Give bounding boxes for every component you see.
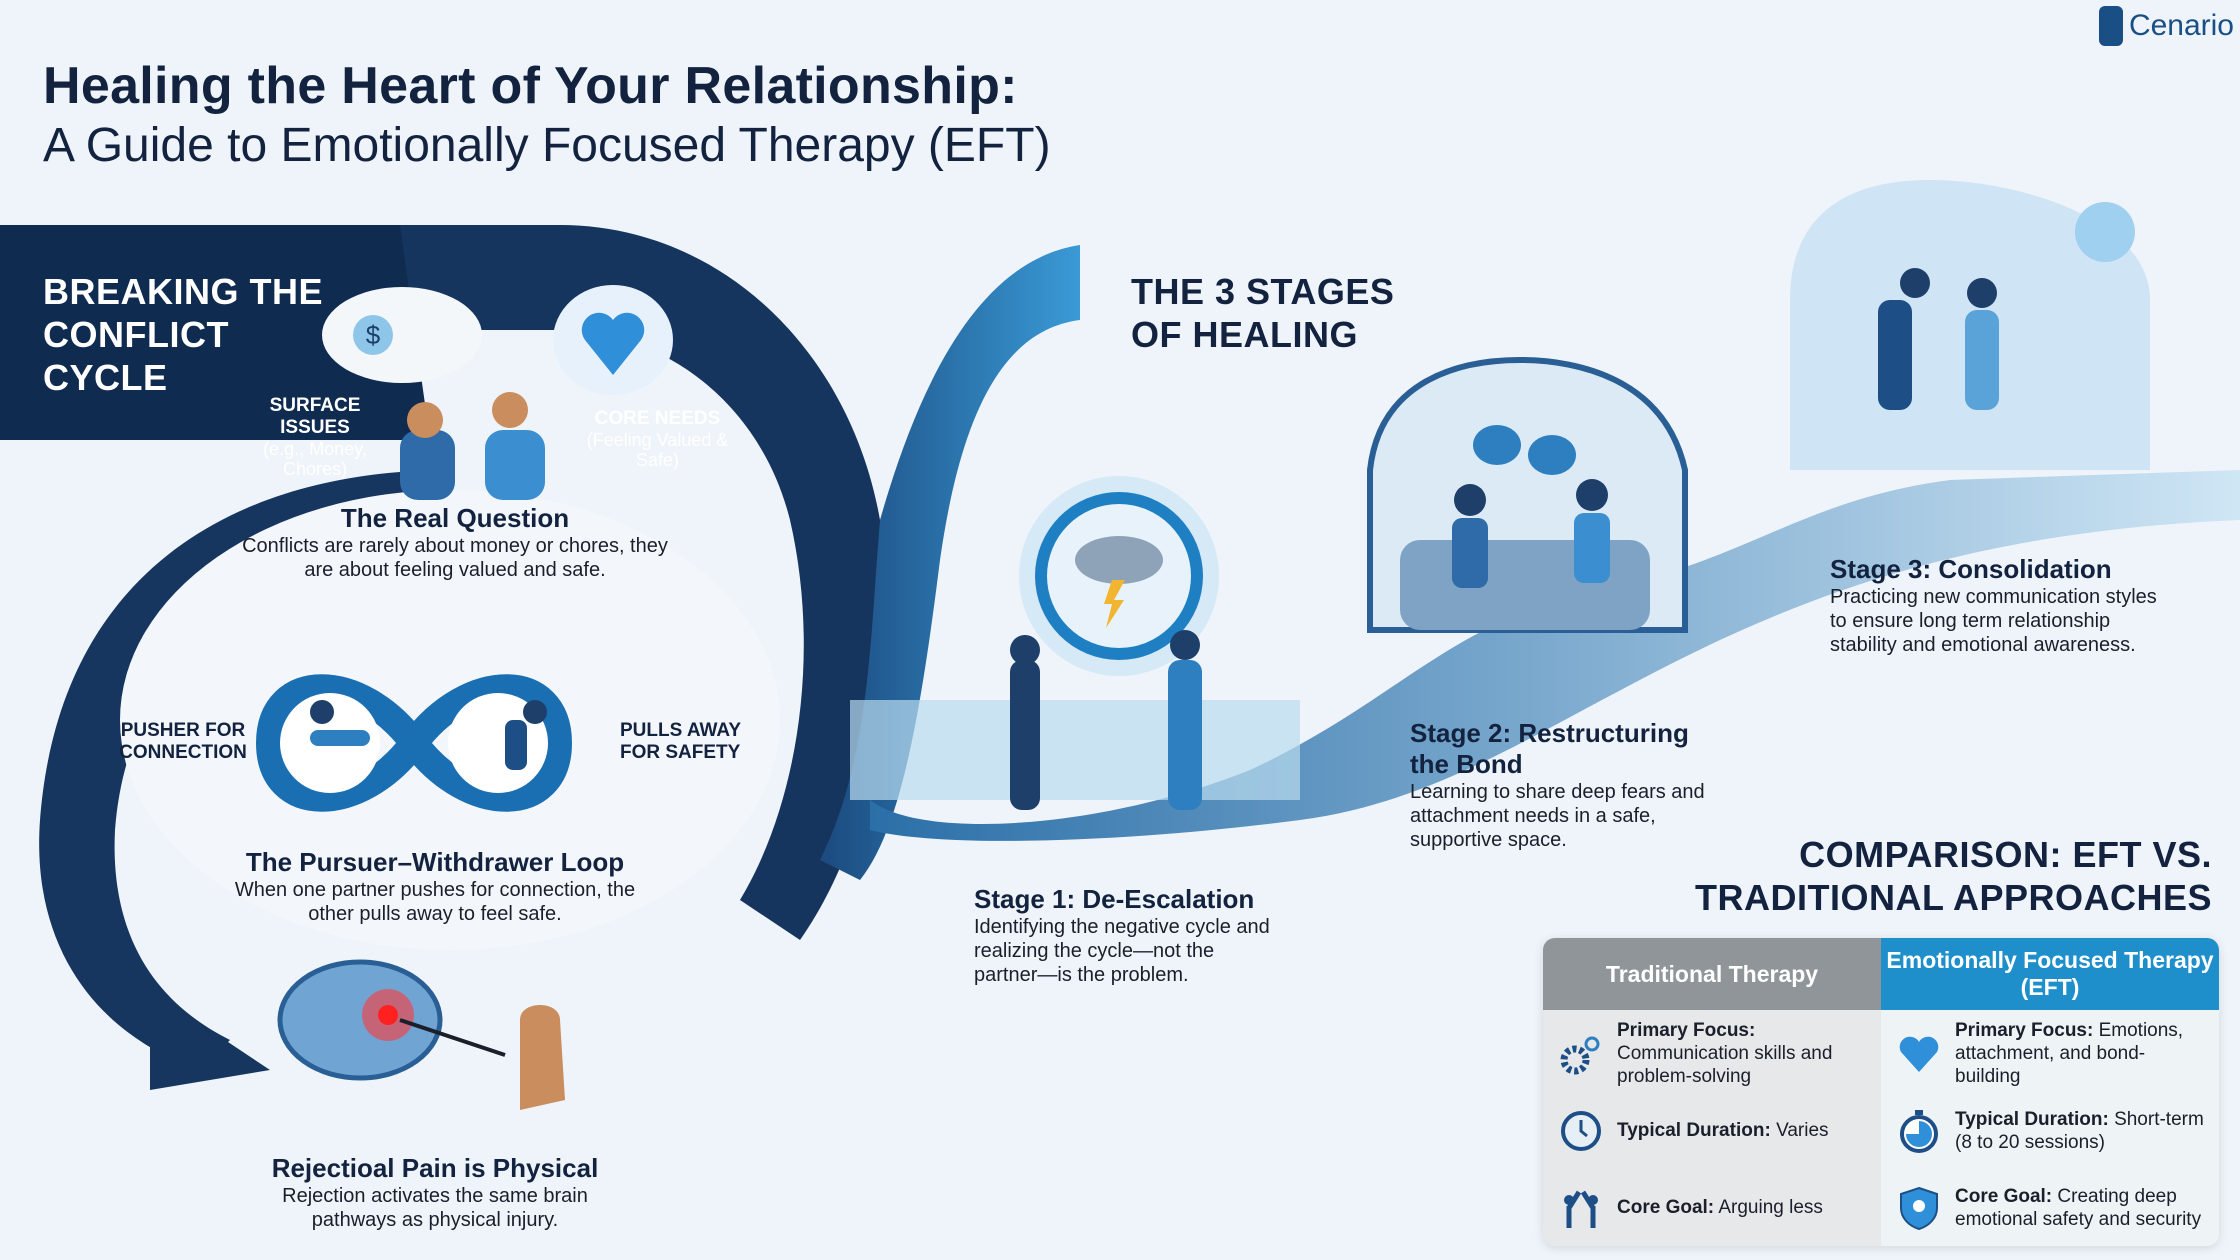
stage-2-text: Learning to share deep fears and attachm… [1410,781,1705,851]
svg-text:$: $ [366,320,381,350]
core-needs-sub: (Feeling Valued & Safe) [586,430,729,470]
row-text: Primary Focus: Emotions, attachment, and… [1955,1019,2205,1088]
row-text: Typical Duration: Varies [1617,1119,1829,1142]
shield-family-icon [1900,1186,1938,1230]
row-label: Primary Focus: [1955,1020,2094,1041]
row-value: Emotions, attachment, and bond-building [1955,1020,2184,1087]
core-needs-title: CORE NEEDS [594,408,721,429]
row-label: Core Goal: [1617,1197,1715,1218]
thought-cloud [322,287,482,383]
brain-icon [277,959,443,1081]
row-text: Core Goal: Creating deep emotional safet… [1955,1185,2205,1231]
puller-label: PULLS AWAY FOR SAFETY [620,720,741,763]
table-row: Typical Duration: Short-term (8 to 20 se… [1881,1087,2219,1164]
heart-handshake-icon [1899,1036,1939,1072]
heart-icon [581,312,645,375]
pusher-label: PUSHER FOR CONNECTION [119,720,247,763]
row-text: Typical Duration: Short-term (8 to 20 se… [1955,1108,2205,1154]
row-value: Arguing less [1718,1197,1823,1218]
real-question-text: Conflicts are rarely about money or chor… [242,535,668,581]
row-label: Typical Duration: [1955,1108,2109,1130]
core-needs-label: CORE NEEDS(Feeling Valued & Safe) [585,408,730,470]
row-label: Core Goal: [1955,1185,2053,1207]
conflict-heading: BREAKING THE CONFLICT CYCLE [43,271,324,398]
stage-2-title: Stage 2: Restructuring the Bond [1410,718,1689,779]
surface-issues-title: SURFACE ISSUES [269,395,361,438]
row-label: Typical Duration: [1617,1120,1771,1141]
column-header: Emotionally Focused Therapy (EFT) [1881,938,2219,1010]
stopwatch-icon [1900,1109,1938,1153]
gears-icon [1560,1036,1600,1074]
table-row: Primary Focus: Communication skills and … [1543,1010,1881,1087]
cycle-arrowhead [150,990,270,1090]
row-text: Primary Focus: Communication skills and … [1617,1019,1867,1088]
high-five-icon [1564,1190,1598,1228]
stages-heading: THE 3 STAGES OF HEALING [1131,271,1395,355]
row-value: Communication skills and problem-solving [1617,1043,1833,1087]
stage-3-text: Practicing new communication styles to e… [1830,586,2157,656]
stage-1-text: Identifying the negative cycle and reali… [974,916,1270,986]
table-row: Core Goal: Arguing less [1543,1164,1881,1241]
row-text: Core Goal: Arguing less [1617,1196,1823,1219]
real-question-title: The Real Question [340,503,570,533]
table-row: Core Goal: Creating deep emotional safet… [1881,1164,2219,1241]
cycle-arrow [39,470,451,1070]
row-value: Varies [1776,1120,1829,1141]
row-value: Creating deep emotional safety and secur… [1955,1185,2202,1230]
eft-column: Emotionally Focused Therapy (EFT) Primar… [1881,938,2219,1246]
table-row: Typical Duration: Varies [1543,1087,1881,1164]
stage-3-title: Stage 3: Consolidation [1830,554,2112,584]
page-title: Healing the Heart of Your Relationship: [43,57,1018,115]
rejection-pain-title: Rejectioal Pain is Physical [271,1153,599,1183]
comparison-heading: COMPARISON: EFT VS. TRADITIONAL APPROACH… [1694,834,2212,918]
clock-icon [1561,1110,1601,1151]
column-header: Traditional Therapy [1543,938,1881,1010]
pursuer-loop-text: When one partner pushes for connection, … [234,879,636,925]
page-subtitle: A Guide to Emotionally Focused Therapy (… [43,119,1051,172]
table-row: Primary Focus: Emotions, attachment, and… [1881,1010,2219,1087]
rejection-pain-text: Rejection activates the same brain pathw… [282,1185,588,1231]
pursuer-loop-title: The Pursuer–Withdrawer Loop [245,847,625,877]
traditional-column: Traditional Therapy Primary Focus: Commu… [1543,938,1881,1246]
logo-mark-icon [2098,6,2123,46]
row-value: Short-term (8 to 20 sessions) [1955,1108,2204,1153]
stage-1-title: Stage 1: De-Escalation [974,884,1255,914]
row-label: Primary Focus: [1617,1020,1756,1041]
brand-logo: Cenario [2098,6,2234,46]
surface-issues-label: SURFACE ISSUES(e.g., Money, Chores) [260,395,370,479]
comparison-table: Traditional Therapy Primary Focus: Commu… [1543,938,2219,1246]
surface-issues-sub: (e.g., Money, Chores) [263,439,367,479]
